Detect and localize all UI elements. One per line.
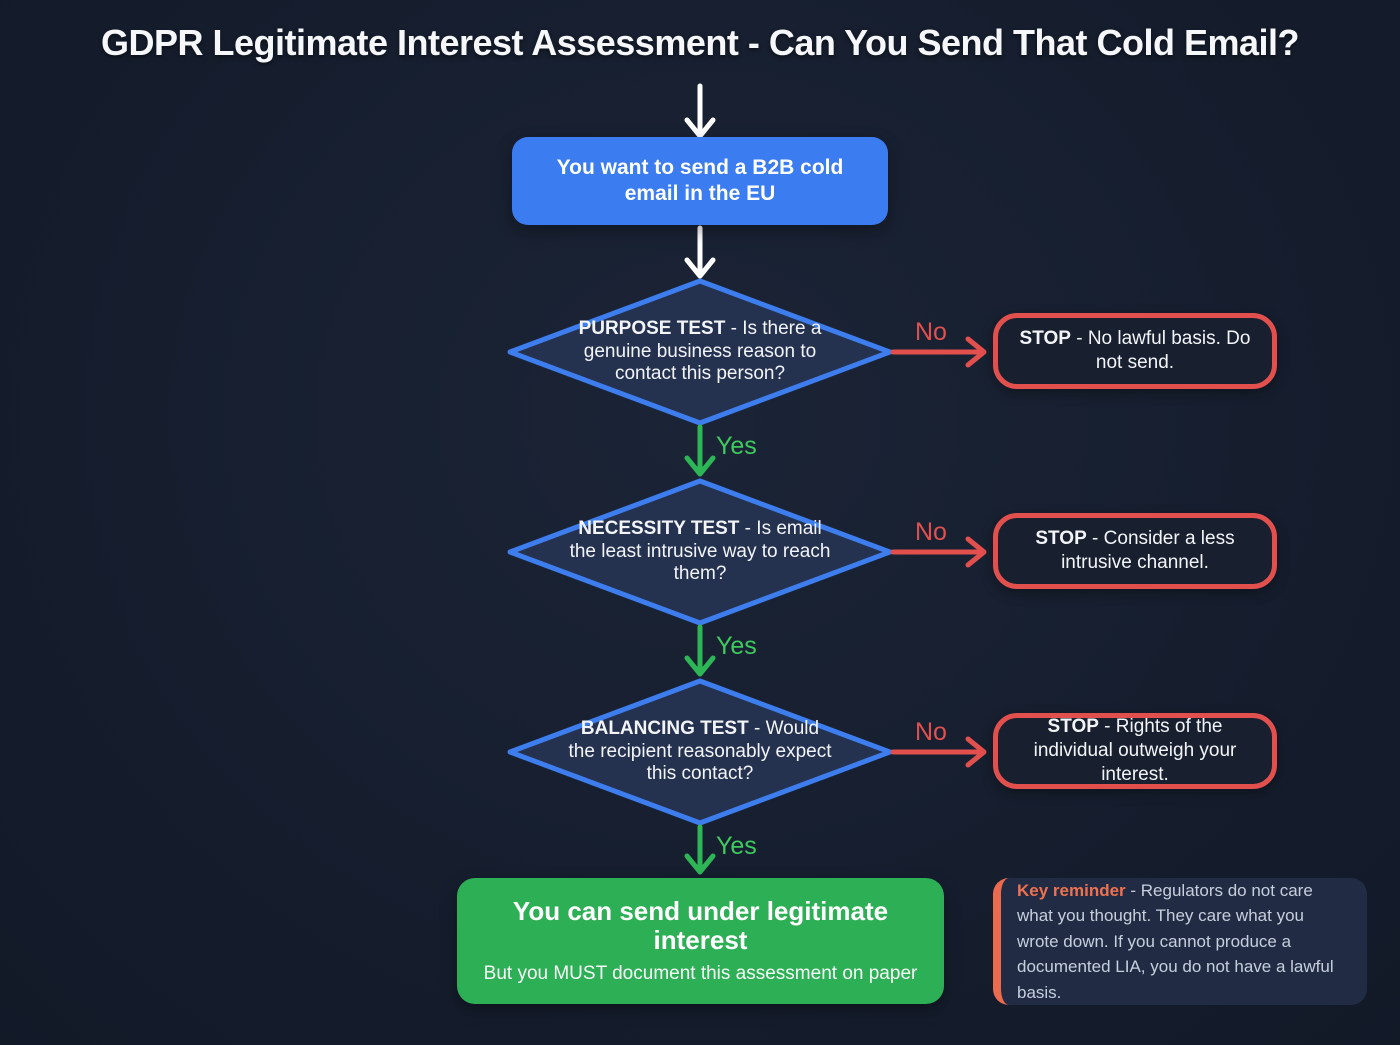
balancing-test-label: BALANCING TEST - Would the recipient rea… (568, 718, 832, 785)
balancing-stop-node: STOP - Rights of the individual outweigh… (993, 713, 1277, 789)
purpose-stop-label: STOP - No lawful basis. Do not send. (1019, 328, 1251, 373)
balancing-test-node: BALANCING TEST - Would the recipient rea… (510, 681, 890, 823)
result-heading: You can send under legitimate interest (512, 895, 889, 955)
reminder-text: Key reminder - Regulators do not care wh… (1017, 880, 1334, 1002)
purpose-diamond-shape (507, 278, 893, 426)
balancing-no-arrow (890, 736, 987, 768)
necessity-diamond-shape (507, 478, 893, 626)
purpose-test-node: PURPOSE TEST - Is there a genuine busine… (510, 281, 890, 423)
result-node: You can send under legitimate interest B… (457, 878, 944, 1004)
necessity-stop-label: STOP - Consider a less intrusive channel… (1035, 528, 1235, 573)
title-to-start-arrow (684, 83, 716, 139)
balancing-yes-label: Yes (716, 832, 757, 860)
purpose-yes-label: Yes (716, 432, 757, 460)
balancing-no-label: No (915, 718, 947, 746)
start-node-label: You want to send a B2B cold email in the… (556, 155, 844, 205)
purpose-no-arrow (890, 336, 987, 368)
reminder-note: Key reminder - Regulators do not care wh… (993, 878, 1367, 1005)
purpose-stop-node: STOP - No lawful basis. Do not send. (993, 313, 1277, 389)
necessity-yes-label: Yes (716, 632, 757, 660)
balancing-yes-arrow (684, 824, 716, 875)
result-subheading: But you MUST document this assessment on… (483, 963, 918, 985)
necessity-no-label: No (915, 518, 947, 546)
purpose-test-label: PURPOSE TEST - Is there a genuine busine… (578, 318, 822, 385)
purpose-no-label: No (915, 318, 947, 346)
balancing-diamond-shape (507, 678, 893, 826)
purpose-yes-arrow (684, 424, 716, 477)
page-title: GDPR Legitimate Interest Assessment - Ca… (100, 22, 1300, 63)
necessity-test-node: NECESSITY TEST - Is email the least intr… (510, 481, 890, 623)
start-node: You want to send a B2B cold email in the… (512, 137, 888, 225)
start-to-purpose-arrow (684, 225, 716, 279)
necessity-no-arrow (890, 536, 987, 568)
necessity-stop-node: STOP - Consider a less intrusive channel… (993, 513, 1277, 589)
balancing-stop-label: STOP - Rights of the individual outweigh… (1033, 716, 1237, 785)
necessity-yes-arrow (684, 624, 716, 677)
necessity-test-label: NECESSITY TEST - Is email the least intr… (569, 518, 831, 585)
